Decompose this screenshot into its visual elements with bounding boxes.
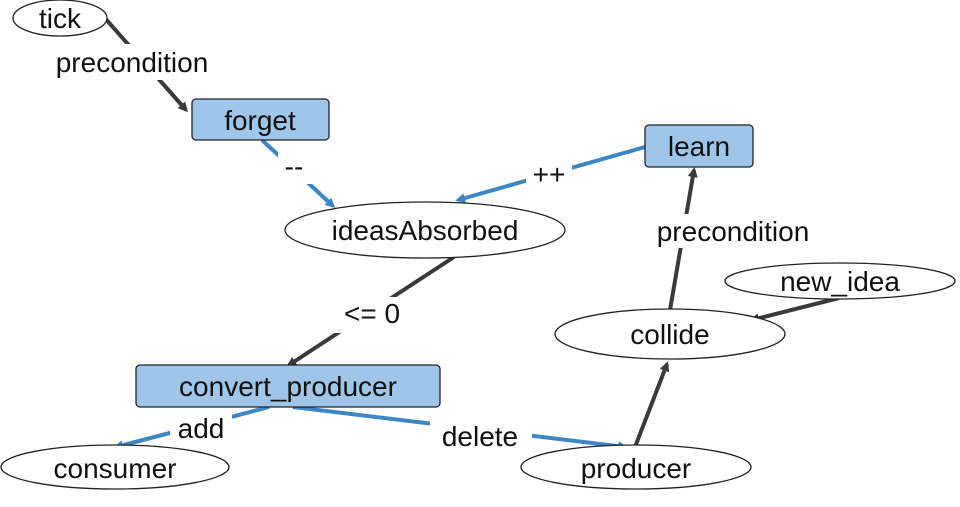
node-consumer-label: consumer [54,453,177,484]
node-learn-label: learn [668,131,730,162]
edge-newidea-collide [749,296,840,324]
node-convert-producer-label: convert_producer [179,371,397,402]
node-convert-producer[interactable]: convert_producer [135,364,441,408]
edge-label-convert-consumer: add [178,413,225,444]
node-ideas-absorbed-label: ideasAbsorbed [332,215,519,246]
node-ideas-absorbed[interactable]: ideasAbsorbed [284,201,566,259]
node-forget-label: forget [224,105,296,136]
edge-label-bg [643,214,825,248]
node-new-idea-label: new_idea [780,266,900,297]
node-new-idea[interactable]: new_idea [724,262,956,300]
edge-label-forget-ideas: -- [285,151,304,182]
node-forget[interactable]: forget [191,98,330,141]
node-collide-label: collide [630,319,709,350]
node-producer-label: producer [581,453,692,484]
edge-label-bg [278,150,312,184]
node-tick-label: tick [39,3,82,34]
node-learn[interactable]: learn [644,124,754,168]
edge-label-convert-producer: delete [442,421,518,452]
edge-label-ideas-convert: <= 0 [344,298,400,329]
node-producer[interactable]: producer [520,444,752,490]
edge-label-bg [334,297,410,333]
edge-label-tick-forget: precondition [56,47,209,78]
edge-label-collide-learn: precondition [657,216,810,247]
edge-label-bg [42,44,222,80]
edge-label-learn-ideas: ++ [533,159,566,190]
edge-producer-collide [633,361,670,448]
edge-label-bg [430,420,532,454]
node-collide[interactable]: collide [554,308,786,360]
edge-label-bg [526,158,572,192]
edge-label-bg [170,412,232,446]
node-tick[interactable]: tick [12,0,108,37]
node-consumer[interactable]: consumer [0,444,230,490]
